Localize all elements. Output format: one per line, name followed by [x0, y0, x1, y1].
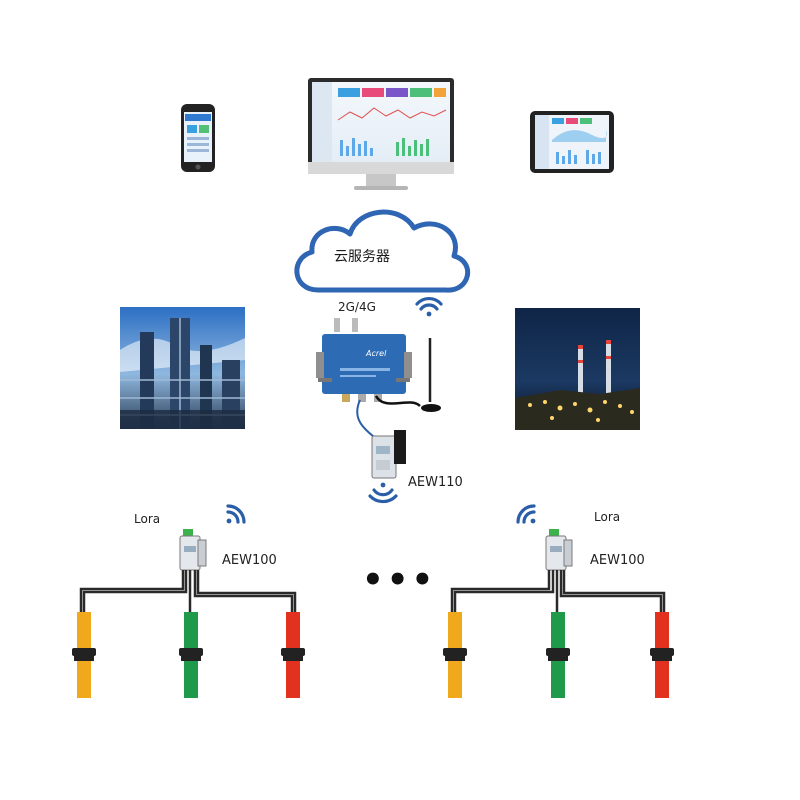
current-sensor-icon: [72, 612, 96, 698]
industrial-plant-photo: [120, 307, 245, 429]
lora-label-left: Lora: [134, 512, 161, 526]
meter-label-right: AEW100: [590, 553, 645, 568]
wifi-icon: [415, 297, 443, 317]
current-sensor-icon: [443, 612, 467, 698]
monitor-icon: [308, 78, 454, 190]
wifi-icon: [226, 504, 246, 524]
cloud-server-label: 云服务器: [334, 249, 390, 265]
meter-label-left: AEW100: [222, 553, 277, 568]
right-wiring: [450, 570, 666, 612]
aew110-module-icon: [371, 430, 406, 479]
current-sensor-icon: [179, 612, 203, 698]
meter-icon: [545, 529, 573, 571]
tablet-icon: [530, 111, 614, 173]
more-groups-ellipsis: •••: [362, 560, 437, 600]
wifi-icon: [516, 504, 536, 524]
wifi-icon: [368, 482, 398, 504]
antenna-icon: [374, 338, 441, 412]
current-sensor-icon: [650, 612, 674, 698]
power-plant-photo: [515, 308, 640, 430]
smartphone-icon: [181, 104, 215, 172]
lora-label-right: Lora: [594, 510, 621, 524]
cloud-icon: [294, 209, 471, 293]
gateway-brand: Acrel: [365, 349, 387, 358]
current-sensor-icon: [546, 612, 570, 698]
left-wiring: [79, 570, 297, 612]
current-sensor-icon: [281, 612, 305, 698]
gateway-model-label: AEW110: [408, 475, 463, 490]
gateway-icon: Acrel: [316, 318, 412, 402]
meter-icon: [179, 529, 207, 571]
network-label: 2G/4G: [338, 300, 376, 314]
